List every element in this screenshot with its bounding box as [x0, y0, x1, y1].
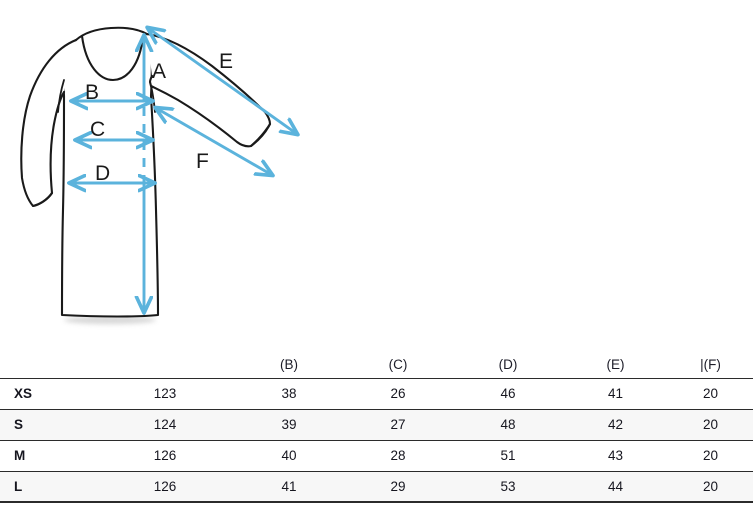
- dimension-labels: A B C D E F: [85, 50, 233, 185]
- cell-c: 28: [343, 440, 453, 472]
- cell-f: 20: [668, 471, 753, 503]
- column-header-f: |(F): [668, 345, 753, 379]
- cell-c: 27: [343, 409, 453, 441]
- column-header-d: (D): [453, 345, 563, 379]
- cell-c: 29: [343, 471, 453, 503]
- cell-d: 46: [453, 378, 563, 410]
- cell-e: 43: [563, 440, 668, 472]
- label-f: F: [196, 150, 209, 173]
- cell-b: 38: [235, 378, 343, 410]
- table-row: XS 123 38 26 46 41 20: [0, 378, 753, 410]
- label-b: B: [85, 81, 99, 104]
- column-header-a: [95, 345, 235, 379]
- header-row: (B) (C) (D) (E) |(F): [0, 345, 753, 379]
- hem-shadow: [64, 315, 156, 325]
- cell-a: 126: [95, 471, 235, 503]
- cell-b: 39: [235, 409, 343, 441]
- cell-d: 53: [453, 471, 563, 503]
- cell-a: 126: [95, 440, 235, 472]
- arrow-f: [156, 108, 272, 175]
- size-table-container: (B) (C) (D) (E) |(F) XS 123 38 26 46 41 …: [0, 345, 753, 514]
- cell-a: 124: [95, 409, 235, 441]
- label-a: A: [152, 60, 166, 83]
- size-table: (B) (C) (D) (E) |(F) XS 123 38 26 46 41 …: [0, 345, 753, 503]
- cell-b: 41: [235, 471, 343, 503]
- table-header: (B) (C) (D) (E) |(F): [0, 345, 753, 379]
- cell-size: XS: [0, 378, 95, 410]
- dress-measurement-diagram: A B C D E F: [20, 0, 753, 325]
- table-row: S 124 39 27 48 42 20: [0, 409, 753, 441]
- cell-e: 41: [563, 378, 668, 410]
- column-header-b: (B): [235, 345, 343, 379]
- cell-c: 26: [343, 378, 453, 410]
- cell-d: 48: [453, 409, 563, 441]
- table-body: XS 123 38 26 46 41 20 S 124 39 27 48 42 …: [0, 378, 753, 503]
- cell-d: 51: [453, 440, 563, 472]
- label-c: C: [90, 118, 105, 141]
- cell-size: L: [0, 471, 95, 503]
- measurement-arrows: [70, 28, 297, 312]
- cell-size: S: [0, 409, 95, 441]
- cell-b: 40: [235, 440, 343, 472]
- column-header-c: (C): [343, 345, 453, 379]
- column-header-size: [0, 345, 95, 379]
- column-header-e: (E): [563, 345, 668, 379]
- label-d: D: [95, 162, 110, 185]
- cell-e: 42: [563, 409, 668, 441]
- cell-f: 20: [668, 409, 753, 441]
- table-row: M 126 40 28 51 43 20: [0, 440, 753, 472]
- cell-e: 44: [563, 471, 668, 503]
- label-e: E: [219, 50, 233, 73]
- cell-a: 123: [95, 378, 235, 410]
- cell-f: 20: [668, 378, 753, 410]
- cell-size: M: [0, 440, 95, 472]
- cell-f: 20: [668, 440, 753, 472]
- table-row: L 126 41 29 53 44 20: [0, 471, 753, 503]
